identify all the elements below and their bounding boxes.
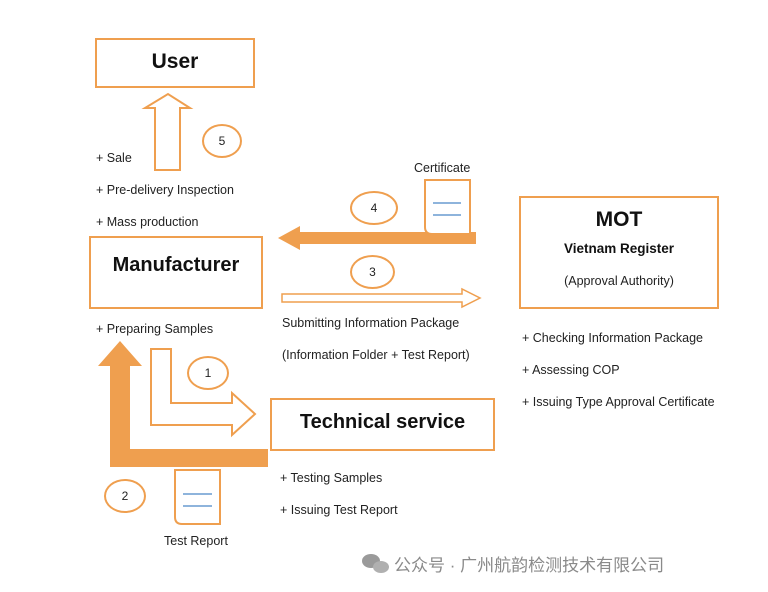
technical-service-title: Technical service (299, 411, 466, 433)
note-sale: + Sale (96, 151, 132, 165)
mot-box: MOT Vietnam Register (Approval Authority… (519, 196, 719, 309)
mot-subtitle: Vietnam Register (563, 241, 675, 256)
step-4-circle: 4 (350, 191, 398, 225)
mot-note-checking: + Checking Information Package (522, 331, 704, 345)
arrow-step-3 (281, 287, 482, 309)
watermark-text: 公众号 · 广州航韵检测技术有限公司 (394, 556, 665, 575)
manufacturer-title: Manufacturer (112, 254, 240, 276)
step-3-circle: 3 (350, 255, 395, 289)
tech-note-testing: + Testing Samples (280, 471, 383, 485)
arrow-step-1 (150, 348, 257, 438)
mot-authority: (Approval Authority) (564, 274, 674, 288)
note-preparing-samples: + Preparing Samples (96, 322, 214, 336)
step-1-circle: 1 (187, 356, 229, 390)
certificate-document-icon (424, 179, 471, 235)
arrow-step-5 (141, 92, 194, 171)
test-report-document-icon (174, 469, 221, 525)
manufacturer-box: Manufacturer (89, 236, 263, 309)
tech-note-issuing: + Issuing Test Report (280, 503, 398, 517)
certificate-label: Certificate (414, 161, 471, 175)
arrow-step-2 (98, 341, 268, 467)
mot-note-issuing: + Issuing Type Approval Certificate (522, 395, 715, 409)
step-2-circle: 2 (104, 479, 146, 513)
test-report-label: Test Report (164, 534, 228, 548)
mot-note-cop: + Assessing COP (522, 363, 620, 377)
user-title: User (151, 50, 199, 73)
user-box: User (95, 38, 255, 88)
note-pre-delivery: + Pre-delivery Inspection (96, 183, 234, 197)
step-5-circle: 5 (202, 124, 242, 158)
mot-title: MOT (595, 208, 643, 231)
submitting-line-1: Submitting Information Package (282, 316, 460, 330)
technical-service-box: Technical service (270, 398, 495, 451)
wechat-icon (362, 554, 389, 573)
submitting-line-2: (Information Folder + Test Report) (282, 348, 470, 362)
note-mass-production: + Mass production (96, 215, 199, 229)
